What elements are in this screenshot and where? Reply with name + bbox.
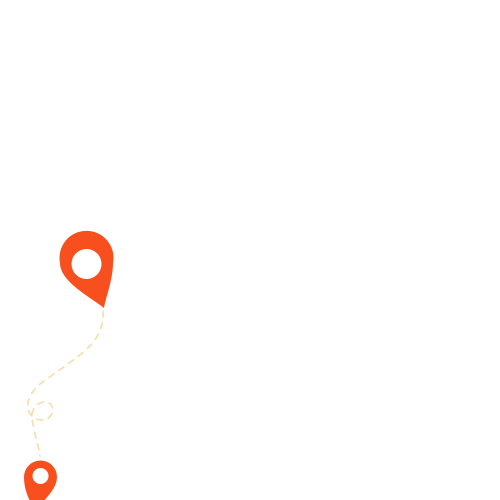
map-pin-icon — [24, 460, 57, 500]
dashed-route-path — [27, 310, 104, 457]
map-pin-icon — [59, 230, 114, 308]
